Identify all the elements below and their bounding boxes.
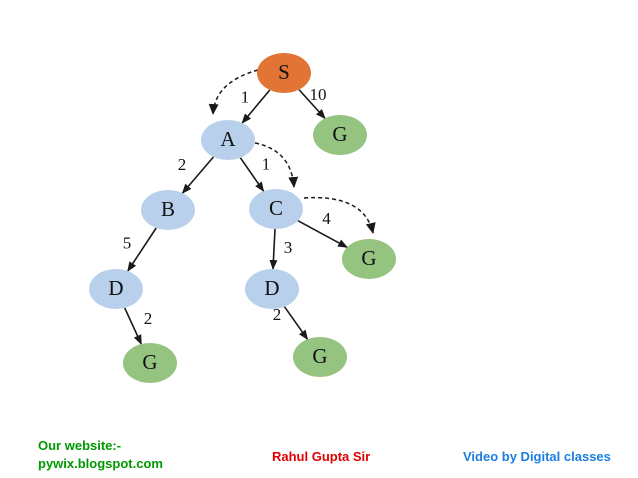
edge-a-c <box>239 157 265 193</box>
edge-s-a <box>241 89 271 124</box>
node-shape-b <box>141 190 195 230</box>
website-url[interactable]: pywix.blogspot.com <box>38 456 163 471</box>
node-shape-a <box>201 120 255 160</box>
node-shape-g2 <box>342 239 396 279</box>
website-info: Our website:- pywix.blogspot.com <box>38 437 163 473</box>
node-label-g4: G <box>312 344 327 368</box>
edge-b-d1 <box>127 227 157 272</box>
node-c: C <box>249 189 303 229</box>
edge-cost-label-c-d2: 3 <box>284 238 293 257</box>
edge-cost-label-c-g2: 4 <box>322 209 331 228</box>
node-a: A <box>201 120 255 160</box>
edge-cost-label-d1-g3: 2 <box>144 309 153 328</box>
edge-cost-label-a-b: 2 <box>178 155 187 174</box>
edge-cost-label-s-g1: 10 <box>310 85 327 104</box>
node-shape-g1 <box>313 115 367 155</box>
node-g1: G <box>313 115 367 155</box>
node-b: B <box>141 190 195 230</box>
node-s: S <box>257 53 311 93</box>
node-label-c: C <box>269 196 283 220</box>
author-name: Rahul Gupta Sir <box>272 449 371 464</box>
edge-c-g2 <box>297 219 348 249</box>
website-label: Our website:- <box>38 438 122 453</box>
search-path-arrow-s-a <box>208 69 259 115</box>
search-path-arrow-a-c <box>254 142 299 188</box>
node-shape-g4 <box>293 337 347 377</box>
node-label-d2: D <box>264 276 279 300</box>
edge-cost-label-s-a: 1 <box>241 87 250 106</box>
search-path-arrow-c-g2 <box>303 196 376 234</box>
node-shape-g3 <box>123 343 177 383</box>
node-label-s: S <box>278 60 290 84</box>
edge-cost-label-a-c: 1 <box>262 154 271 173</box>
node-g2: G <box>342 239 396 279</box>
edge-d1-g3 <box>123 307 143 346</box>
node-label-a: A <box>220 127 236 151</box>
edge-c-d2 <box>269 228 278 270</box>
edge-a-b <box>181 156 215 194</box>
node-g4: G <box>293 337 347 377</box>
edge-cost-label-b-d1: 5 <box>123 233 132 252</box>
node-label-d1: D <box>108 276 123 300</box>
node-d1: D <box>89 269 143 309</box>
edge-s-g1 <box>298 89 326 120</box>
node-shape-d1 <box>89 269 143 309</box>
node-d2: D <box>245 269 299 309</box>
node-g3: G <box>123 343 177 383</box>
node-label-g3: G <box>142 350 157 374</box>
node-shape-s <box>257 53 311 93</box>
node-shape-c <box>249 189 303 229</box>
node-label-g1: G <box>332 122 347 146</box>
edge-cost-label-d2-g4: 2 <box>273 305 282 324</box>
video-credit: Video by Digital classes <box>463 449 611 464</box>
edge-d2-g4 <box>283 306 309 341</box>
node-label-g2: G <box>361 246 376 270</box>
node-shape-d2 <box>245 269 299 309</box>
node-label-b: B <box>161 197 175 221</box>
